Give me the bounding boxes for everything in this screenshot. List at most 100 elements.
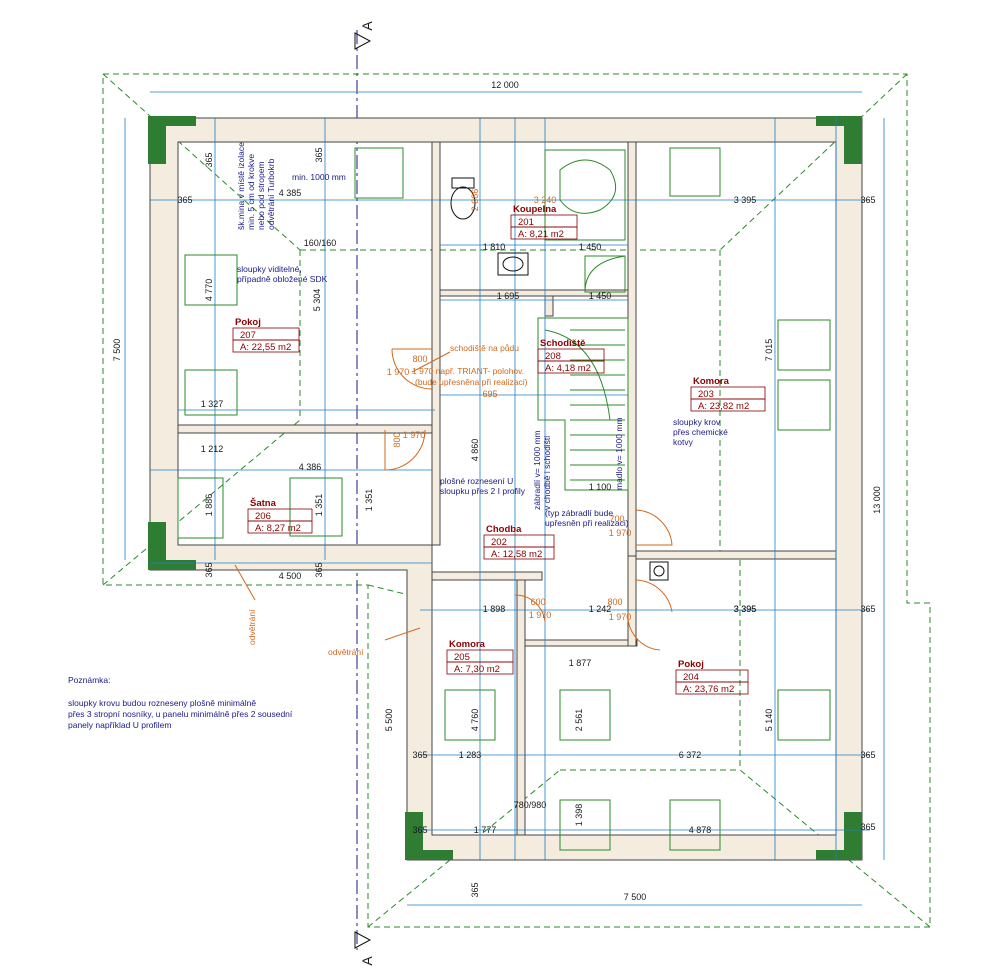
door-dim-label: 695 bbox=[482, 389, 497, 399]
svg-text:sloupky viditelné,: sloupky viditelné, bbox=[237, 264, 302, 274]
dim-label: 5 500 bbox=[384, 709, 394, 732]
svg-text:případně obložené SDK: případně obložené SDK bbox=[237, 274, 328, 284]
room-area: A: 8,21 m2 bbox=[518, 229, 564, 240]
room-label-208: Schodiště 208 A: 4,18 m2 bbox=[537, 338, 605, 374]
dim-label: 5 304 bbox=[312, 289, 322, 312]
dim-label: 365 bbox=[860, 604, 875, 614]
dim-label: 365 bbox=[470, 882, 480, 897]
note-line: přes 3 stropní nosníky, u panelu minimál… bbox=[68, 709, 293, 719]
dim-label: 4 385 bbox=[279, 188, 302, 198]
annotation-handrail: madlo v= 1000 mm bbox=[614, 417, 624, 490]
dim-top-overall: 12 000 bbox=[491, 80, 519, 90]
dim-label: 1 283 bbox=[459, 750, 482, 760]
dim-label: 1 898 bbox=[483, 604, 506, 614]
svg-text:sloupku přes 2 I profily: sloupku přes 2 I profily bbox=[440, 486, 526, 496]
svg-text:min. 5 cm od krokve: min. 5 cm od krokve bbox=[246, 154, 256, 230]
dim-label: 1 351 bbox=[314, 494, 324, 517]
dim-label: 1 351 bbox=[364, 489, 374, 512]
dim-label: 1 777 bbox=[474, 825, 497, 835]
svg-text:plošné roznesení U: plošné roznesení U bbox=[440, 476, 513, 486]
fixtures bbox=[177, 147, 831, 851]
room-label-202: Chodba 202 A: 12,58 m2 bbox=[483, 524, 555, 560]
room-name: Pokoj bbox=[235, 317, 261, 328]
room-name: Pokoj bbox=[678, 659, 704, 670]
annotation-ventilation-2: odvětrání bbox=[328, 647, 364, 657]
annotation-chimney: šk.mina v místě izolace min. 5 cm od kro… bbox=[236, 142, 276, 230]
room-area: A: 23,76 m2 bbox=[683, 684, 734, 695]
svg-text:přes chemické: přes chemické bbox=[673, 427, 728, 437]
room-number: 206 bbox=[255, 511, 271, 522]
svg-text:(typ zábradlí bude: (typ zábradlí bude bbox=[545, 508, 613, 518]
door-dim-label: 1 970 bbox=[609, 612, 632, 622]
svg-text:schodiště na půdu: schodiště na půdu bbox=[450, 343, 519, 353]
annotation-min-1000: min. 1000 mm bbox=[292, 172, 346, 182]
room-number: 207 bbox=[240, 330, 256, 341]
annotation-attic-stairs: schodiště na půdu 1 970 např. TRIANT- po… bbox=[412, 343, 528, 387]
room-label-205: Komora 205 A: 7,30 m2 bbox=[446, 639, 514, 675]
note-block: Poznámka: sloupky krovu budou rozneseny … bbox=[68, 675, 293, 730]
door-dim-label: 800 bbox=[392, 432, 402, 447]
room-name: Komora bbox=[449, 639, 486, 650]
dim-label: 3 395 bbox=[734, 604, 757, 614]
room-number: 208 bbox=[545, 351, 561, 362]
svg-text:sloupky krov: sloupky krov bbox=[673, 417, 721, 427]
dim-label: 4 500 bbox=[279, 571, 302, 581]
room-label-207: Pokoj 207 A: 22,55 m2 bbox=[232, 317, 300, 353]
walls bbox=[149, 117, 863, 861]
door-dim-label: 1 970 bbox=[403, 430, 426, 440]
annotation-railing-type: (typ zábradlí bude upřesněn při realizac… bbox=[545, 508, 629, 528]
annotation-ventilation-1: odvětrání bbox=[247, 609, 257, 645]
dim-label: 1 695 bbox=[497, 291, 520, 301]
room-number: 201 bbox=[518, 217, 534, 228]
section-mark-top: A bbox=[359, 21, 375, 31]
dim-label: 7 015 bbox=[764, 339, 774, 362]
svg-text:šk.mina v místě izolace: šk.mina v místě izolace bbox=[236, 142, 246, 230]
room-area: A: 8,27 m2 bbox=[255, 523, 301, 534]
section-mark-bottom: A bbox=[359, 956, 375, 966]
dim-label: 1 242 bbox=[589, 604, 612, 614]
dim-label: 4 386 bbox=[299, 462, 322, 472]
dim-label: 1 886 bbox=[204, 494, 214, 517]
room-area: A: 4,18 m2 bbox=[545, 363, 591, 374]
dim-label: 1 398 bbox=[574, 804, 584, 827]
annotation-railing: zábradlí v= 1000 mm v chodbě i schodišti bbox=[532, 430, 552, 510]
room-number: 204 bbox=[683, 672, 699, 683]
svg-text:v chodbě i schodišti: v chodbě i schodišti bbox=[542, 436, 552, 510]
room-name: Koupelna bbox=[513, 204, 557, 215]
room-label-206: Šatna 206 A: 8,27 m2 bbox=[247, 497, 313, 534]
room-label-201: Koupelna 201 A: 8,21 m2 bbox=[510, 204, 578, 240]
dim-label: 1 877 bbox=[569, 658, 592, 668]
dim-label: 365 bbox=[860, 822, 875, 832]
room-area: A: 7,30 m2 bbox=[454, 664, 500, 675]
dim-label: 4 770 bbox=[204, 279, 214, 302]
dim-label: 365 bbox=[860, 195, 875, 205]
dim-label: 365 bbox=[412, 750, 427, 760]
dim-label: 365 bbox=[204, 562, 214, 577]
svg-text:zábradlí v= 1000 mm: zábradlí v= 1000 mm bbox=[532, 430, 542, 510]
room-number: 203 bbox=[698, 389, 714, 400]
section-arrow-top bbox=[354, 32, 372, 50]
svg-text:upřesněn při realizaci): upřesněn při realizaci) bbox=[545, 518, 629, 528]
dim-label: 1 450 bbox=[579, 242, 602, 252]
dim-label: 3 395 bbox=[734, 195, 757, 205]
section-arrow-bottom bbox=[354, 931, 372, 949]
room-name: Chodba bbox=[486, 524, 522, 535]
annotation-storage-posts: sloupky krov přes chemické kotvy bbox=[673, 417, 728, 447]
dimension-grid bbox=[124, 91, 885, 906]
svg-text:(bude upřesněna při realizaci): (bude upřesněna při realizaci) bbox=[415, 377, 528, 387]
dimension-labels: 4 385 3 395 365 365 365 365 4 770 5 304 … bbox=[177, 147, 875, 897]
svg-text:nebo pod stropem: nebo pod stropem bbox=[256, 161, 266, 230]
doors bbox=[384, 348, 673, 651]
note-title: Poznámka: bbox=[68, 675, 111, 685]
svg-text:odvětrání Turbokrb: odvětrání Turbokrb bbox=[266, 158, 276, 230]
svg-text:1 970 např. TRIANT- polohov.: 1 970 např. TRIANT- polohov. bbox=[412, 366, 524, 376]
door-dim-label: 1 100 bbox=[589, 482, 612, 492]
room-label-203: Komora 203 A: 23,82 m2 bbox=[690, 376, 766, 412]
leader-lines bbox=[234, 351, 451, 641]
dim-label: 5 140 bbox=[764, 709, 774, 732]
dim-label: 365 bbox=[412, 825, 427, 835]
door-dim-label: 160/160 bbox=[304, 238, 337, 248]
dim-label: 2 561 bbox=[574, 709, 584, 732]
room-area: A: 12,58 m2 bbox=[491, 549, 542, 560]
